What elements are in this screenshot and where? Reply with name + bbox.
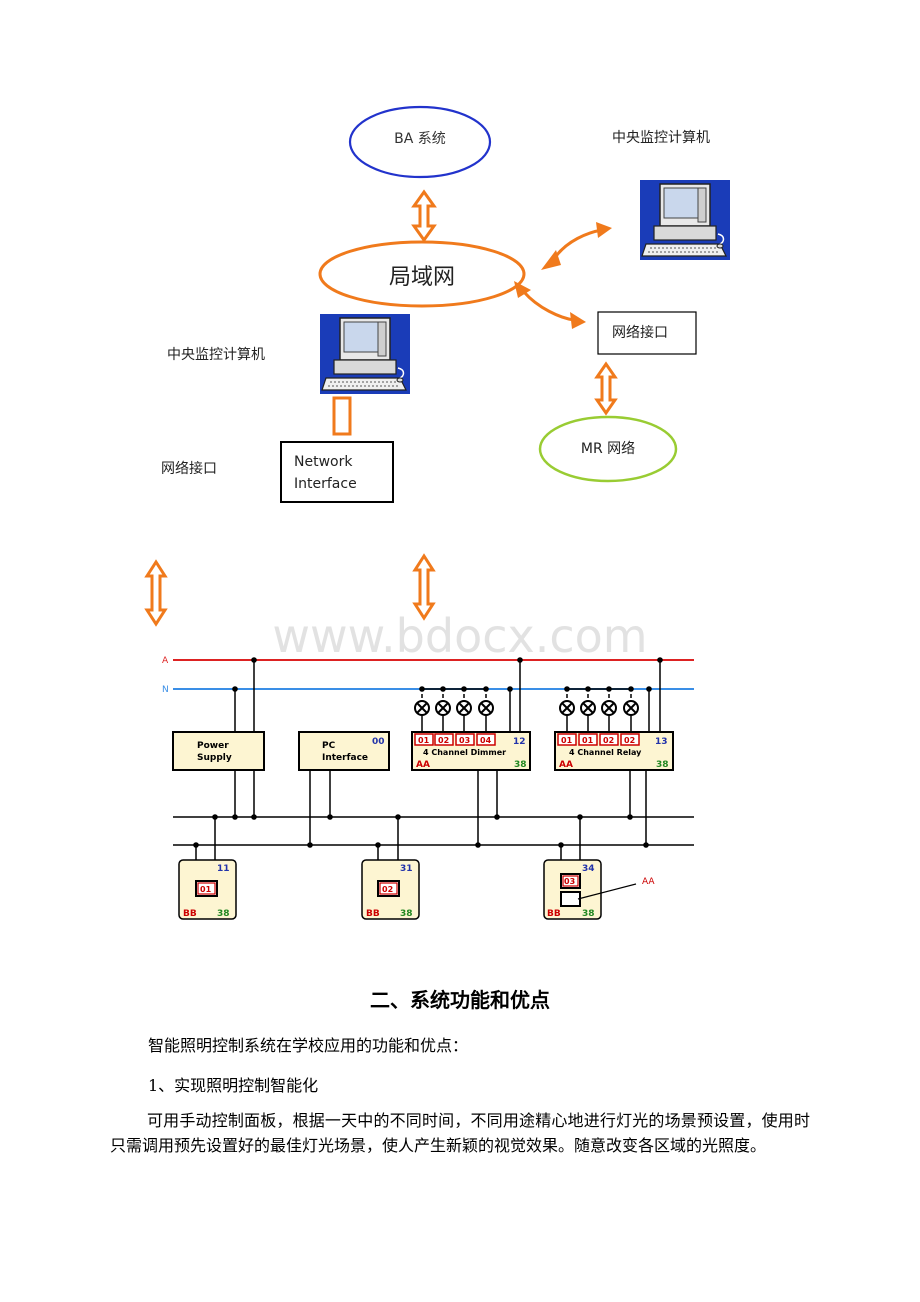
dimmer-ch-4: 04 bbox=[480, 736, 492, 745]
dimmer-module: 01 02 03 04 12 4 Channel Dimmer AA 38 bbox=[411, 731, 531, 771]
panel3-callout: AA bbox=[642, 877, 655, 887]
relay-num: 38 bbox=[656, 760, 669, 770]
lamp-icon bbox=[559, 693, 575, 733]
dimmer-addr: 12 bbox=[513, 737, 526, 747]
lamp-icon bbox=[601, 693, 617, 733]
dimmer-ch-3: 03 bbox=[459, 736, 470, 745]
system-diagram: BA 系统 局域网 中央监控计算机 网络接口 MR 网络 中央监控计算机 网络接… bbox=[144, 105, 731, 920]
lamp-icon bbox=[623, 693, 639, 733]
netif-left-label: 网络接口 bbox=[161, 460, 217, 477]
lan-label: 局域网 bbox=[389, 265, 455, 290]
computer-top-icon bbox=[639, 179, 731, 261]
relay-ch-3: 02 bbox=[603, 736, 614, 745]
power-supply-label-2: Supply bbox=[197, 753, 232, 763]
lamp-icon bbox=[456, 693, 472, 733]
link-computer-netif bbox=[332, 396, 352, 436]
panel2-btn: 02 bbox=[382, 885, 393, 894]
netif-right-box bbox=[597, 311, 697, 355]
ni-box-line2: Interface bbox=[294, 476, 357, 492]
ba-system-label: BA 系统 bbox=[394, 131, 446, 147]
curved-arrow-lan-netif bbox=[514, 281, 586, 329]
wiring-lines bbox=[173, 660, 694, 860]
power-supply-module: Power Supply bbox=[172, 731, 265, 771]
panel2-bb: BB bbox=[366, 909, 380, 919]
intro-paragraph: 智能照明控制系统在学校应用的功能和优点： bbox=[148, 1036, 469, 1055]
dimmer-ch-2: 02 bbox=[438, 736, 449, 745]
panel3-bb: BB bbox=[547, 909, 561, 919]
section-heading: 二、系统功能和优点 bbox=[370, 988, 550, 1012]
panel1-btn: 01 bbox=[200, 885, 212, 894]
double-arrow-left-bus bbox=[144, 559, 168, 627]
mr-network-label: MR 网络 bbox=[581, 441, 635, 457]
power-supply-label-1: Power bbox=[197, 741, 229, 751]
wiring-junctions bbox=[193, 657, 663, 848]
panel1-bb: BB bbox=[183, 909, 197, 919]
lan-ellipse bbox=[318, 240, 526, 308]
lamp-icon bbox=[435, 693, 451, 733]
central-computer-top-label: 中央监控计算机 bbox=[612, 130, 710, 146]
double-arrow-ba-lan bbox=[411, 189, 437, 243]
ni-box-line1: Network bbox=[294, 454, 353, 470]
panel2-num: 38 bbox=[400, 909, 413, 919]
dimmer-num: 38 bbox=[514, 760, 527, 770]
switch-panel-2: 31 02 BB 38 bbox=[361, 859, 420, 920]
lamp-icon bbox=[414, 693, 430, 733]
panel1-num: 38 bbox=[217, 909, 230, 919]
network-interface-box bbox=[280, 441, 394, 503]
line-a-label: A bbox=[162, 656, 169, 666]
double-arrow-mid-bus bbox=[412, 553, 436, 621]
switch-panel-1: 11 01 BB 38 bbox=[178, 859, 237, 920]
central-computer-left-label: 中央监控计算机 bbox=[167, 347, 265, 363]
switch-panel-3: 34 03 BB 38 AA bbox=[543, 859, 655, 920]
double-arrow-netif-mr bbox=[594, 361, 618, 416]
computer-left-icon bbox=[319, 313, 411, 395]
relay-ch-4: 02 bbox=[624, 736, 635, 745]
watermark: www.bdocx.com bbox=[272, 609, 647, 663]
dimmer-ch-1: 01 bbox=[418, 736, 430, 745]
relay-ch-2: 01 bbox=[582, 736, 594, 745]
line-n-label: N bbox=[162, 685, 169, 695]
panel3-num: 38 bbox=[582, 909, 595, 919]
relay-module: 01 01 02 02 13 4 Channel Relay AA 38 bbox=[554, 731, 674, 771]
relay-ch-1: 01 bbox=[561, 736, 573, 745]
relay-addr: 13 bbox=[655, 737, 668, 747]
pc-interface-module: PC Interface 00 bbox=[298, 731, 390, 771]
pc-label-2: Interface bbox=[322, 753, 368, 763]
panel2-addr: 31 bbox=[400, 864, 413, 874]
netif-right-label: 网络接口 bbox=[612, 324, 668, 341]
item-1-heading: 1、实现照明控制智能化 bbox=[148, 1076, 319, 1095]
mr-network-ellipse bbox=[538, 415, 678, 483]
panel1-addr: 11 bbox=[217, 864, 230, 874]
relay-name: 4 Channel Relay bbox=[569, 748, 642, 757]
pc-addr: 00 bbox=[372, 737, 385, 747]
dimmer-name: 4 Channel Dimmer bbox=[423, 748, 506, 757]
panel3-btn: 03 bbox=[564, 877, 575, 886]
lamp-icon bbox=[478, 693, 494, 733]
relay-aa: AA bbox=[559, 760, 573, 770]
lamp-icon bbox=[580, 693, 596, 733]
pc-label-1: PC bbox=[322, 741, 336, 751]
curved-arrow-lan-computer bbox=[541, 222, 612, 270]
item-1-body: 可用手动控制面板，根据一天中的不同时间，不同用途精心地进行灯光的场景预设置，使用… bbox=[110, 1111, 810, 1155]
ba-system-ellipse bbox=[348, 105, 492, 179]
dimmer-aa: AA bbox=[416, 760, 430, 770]
panel3-addr: 34 bbox=[582, 864, 595, 874]
